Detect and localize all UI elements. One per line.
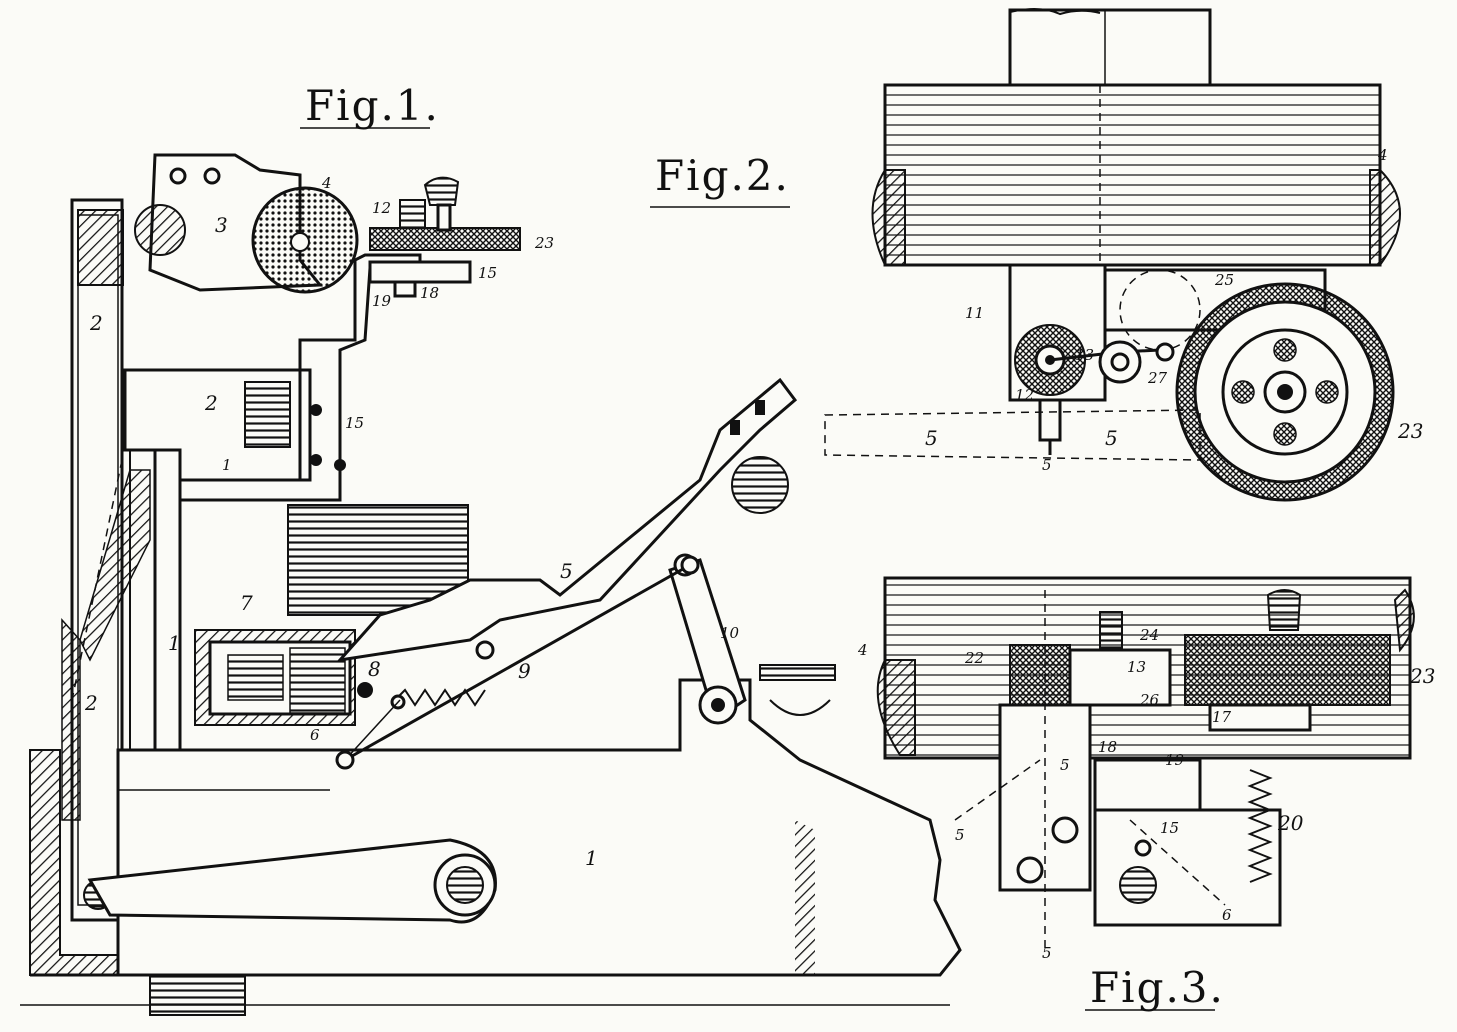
label: 18 xyxy=(420,284,439,302)
label: 15 xyxy=(345,414,364,432)
label: 1 xyxy=(585,846,598,870)
label: 7 xyxy=(240,591,253,615)
label: 19 xyxy=(372,292,392,310)
label: 23 xyxy=(1397,419,1423,443)
fig3-labels: 4 5 5 5 6 13 15 17 18 19 20 22 23 24 26 xyxy=(857,626,1435,962)
label: 6 xyxy=(310,726,320,744)
label: 5 xyxy=(1042,944,1052,962)
label: 10 xyxy=(720,624,740,642)
label: 17 xyxy=(1212,708,1232,726)
label: 23 xyxy=(1409,664,1435,688)
fig3-title: Fig.3. xyxy=(1085,963,1225,1012)
label: 9 xyxy=(518,659,531,683)
label: 13 xyxy=(1127,658,1146,676)
label: 8 xyxy=(368,657,381,681)
label: 12 xyxy=(372,199,391,217)
label: 20 xyxy=(1277,811,1304,835)
label: 4 xyxy=(1377,146,1388,164)
fig1-labels: 1 1 1 2 2 2 3 4 5 6 7 8 9 10 12 15 15 18… xyxy=(84,174,740,870)
label: 4 xyxy=(321,174,332,192)
label: 2 xyxy=(84,691,98,715)
label: 5 xyxy=(560,559,573,583)
fig2-labels: 4 5 5 5 11 12 13 25 27 23 xyxy=(925,146,1423,474)
figure-2-drawing xyxy=(824,8,1401,502)
fig2-title: Fig.2. xyxy=(650,151,790,208)
label: 22 xyxy=(964,649,984,667)
svg-text:Fig.3.: Fig.3. xyxy=(1090,963,1225,1012)
svg-text:Fig.2.: Fig.2. xyxy=(655,151,790,200)
label: 25 xyxy=(1214,271,1234,289)
fig1-title: Fig.1. xyxy=(300,81,440,130)
label: 23 xyxy=(534,234,554,252)
label: 15 xyxy=(1160,819,1179,837)
svg-text:Fig.1.: Fig.1. xyxy=(305,81,440,130)
label: 18 xyxy=(1098,738,1117,756)
label: 5 xyxy=(955,826,965,844)
label: 2 xyxy=(89,311,103,335)
label: 2 xyxy=(204,391,218,415)
label: 5 xyxy=(1060,756,1070,774)
label: 15 xyxy=(478,264,497,282)
label: 26 xyxy=(1139,691,1160,709)
label: 6 xyxy=(1222,906,1232,924)
label: 19 xyxy=(1165,751,1185,769)
figure-3-drawing xyxy=(876,576,1415,950)
label: 1 xyxy=(222,456,232,474)
label: 4 xyxy=(857,641,868,659)
label: 12 xyxy=(1015,386,1034,404)
figure-1-drawing xyxy=(20,153,962,1016)
label: 27 xyxy=(1147,369,1168,387)
label: 5 xyxy=(1105,426,1118,450)
label: 5 xyxy=(925,426,938,450)
label: 13 xyxy=(1075,346,1094,364)
label: 5 xyxy=(1042,456,1052,474)
label: 3 xyxy=(215,213,228,237)
label: 24 xyxy=(1139,626,1159,644)
label: 1 xyxy=(168,631,181,655)
label: 11 xyxy=(965,304,984,322)
